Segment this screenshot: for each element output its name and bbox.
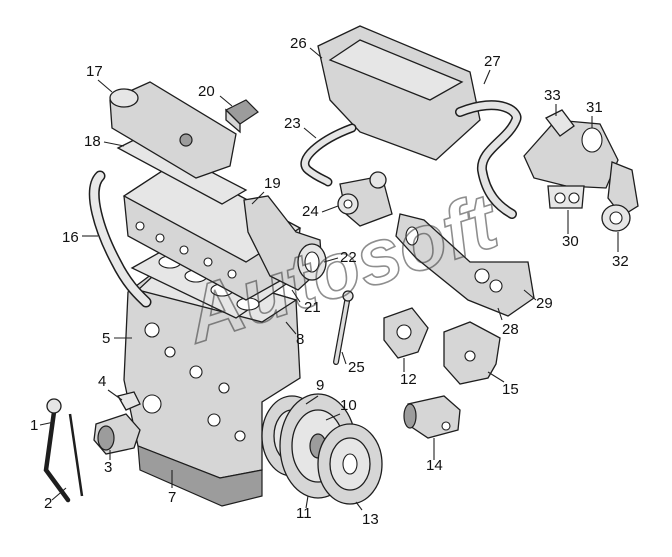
- callout-leader-25: [341, 351, 347, 365]
- callout-label-14: 14: [426, 457, 443, 474]
- callout-label-9: 9: [316, 377, 324, 394]
- clutch-pressure-plate: [317, 423, 383, 505]
- callout-label-1: 1: [30, 417, 38, 434]
- egr-valve-assembly: [523, 109, 639, 217]
- mounting-bracket: [443, 321, 501, 385]
- callout-label-23: 23: [284, 115, 301, 132]
- callout-label-20: 20: [198, 83, 215, 100]
- callout-leader-10: [325, 413, 341, 421]
- dipstick-tube: [43, 398, 84, 503]
- callout-label-3: 3: [104, 459, 112, 476]
- starter-motor: [403, 395, 461, 439]
- callout-label-21: 21: [304, 299, 321, 316]
- exhaust-manifold: [395, 213, 535, 317]
- intake-adapter: [243, 195, 327, 291]
- callout-label-27: 27: [484, 53, 501, 70]
- valve-cover: [109, 81, 237, 179]
- callout-leader-28: [497, 307, 503, 321]
- callout-label-29: 29: [536, 295, 553, 312]
- callout-label-31: 31: [586, 99, 603, 116]
- oil-pressure-sensor: [117, 391, 141, 411]
- callout-label-18: 18: [84, 133, 101, 150]
- callout-leader-2: [51, 487, 67, 501]
- callout-label-8: 8: [296, 331, 304, 348]
- callout-leader-19: [251, 191, 265, 205]
- callout-label-5: 5: [102, 330, 110, 347]
- callout-leader-23: [303, 127, 317, 139]
- callout-layer: 1234578910111213141516171819202122232425…: [30, 35, 629, 528]
- callout-label-13: 13: [362, 511, 379, 528]
- intake-manifold-cover: [317, 25, 481, 161]
- egr-gasket-round: [601, 204, 631, 232]
- callout-label-4: 4: [98, 373, 106, 390]
- callout-leader-15: [487, 371, 505, 383]
- callout-label-12: 12: [400, 371, 417, 388]
- callout-leader-20: [219, 95, 233, 107]
- callout-label-15: 15: [502, 381, 519, 398]
- sensor-module: [224, 99, 259, 134]
- callout-leader-17: [97, 79, 113, 93]
- callout-label-32: 32: [612, 253, 629, 270]
- callout-leader-18: [103, 141, 125, 147]
- callout-leader-26: [309, 47, 323, 59]
- coolant-hose: [88, 170, 152, 308]
- callout-leader-4: [107, 389, 123, 401]
- egr-gasket-small: [547, 185, 585, 209]
- thermostat-housing: [337, 171, 393, 227]
- callout-leader-8: [285, 321, 297, 335]
- callout-label-2: 2: [44, 495, 52, 512]
- water-outlet: [383, 307, 429, 359]
- callout-leader-1: [39, 421, 55, 426]
- callout-label-17: 17: [86, 63, 103, 80]
- callout-leader-29: [523, 289, 537, 301]
- callout-label-25: 25: [348, 359, 365, 376]
- callout-label-28: 28: [502, 321, 519, 338]
- callout-label-19: 19: [264, 175, 281, 192]
- callout-label-26: 26: [290, 35, 307, 52]
- callout-leader-9: [305, 395, 319, 405]
- callout-label-33: 33: [544, 87, 561, 104]
- callout-label-30: 30: [562, 233, 579, 250]
- coolant-pipe: [300, 123, 357, 187]
- oil-filter-housing: [93, 413, 141, 455]
- callout-leader-27: [483, 69, 491, 85]
- glow-plug: [333, 290, 354, 365]
- callout-leader-11: [305, 495, 309, 509]
- callout-leader-24: [321, 205, 339, 213]
- egr-pipe: [455, 100, 522, 219]
- callout-label-11: 11: [296, 505, 312, 522]
- callout-label-22: 22: [340, 249, 357, 266]
- callout-leader-22: [323, 257, 339, 263]
- callout-label-10: 10: [340, 397, 357, 414]
- callout-label-24: 24: [302, 203, 319, 220]
- callout-leader-13: [355, 501, 363, 511]
- callout-label-7: 7: [168, 489, 176, 506]
- callout-label-16: 16: [62, 229, 79, 246]
- callout-leader-21: [291, 289, 301, 303]
